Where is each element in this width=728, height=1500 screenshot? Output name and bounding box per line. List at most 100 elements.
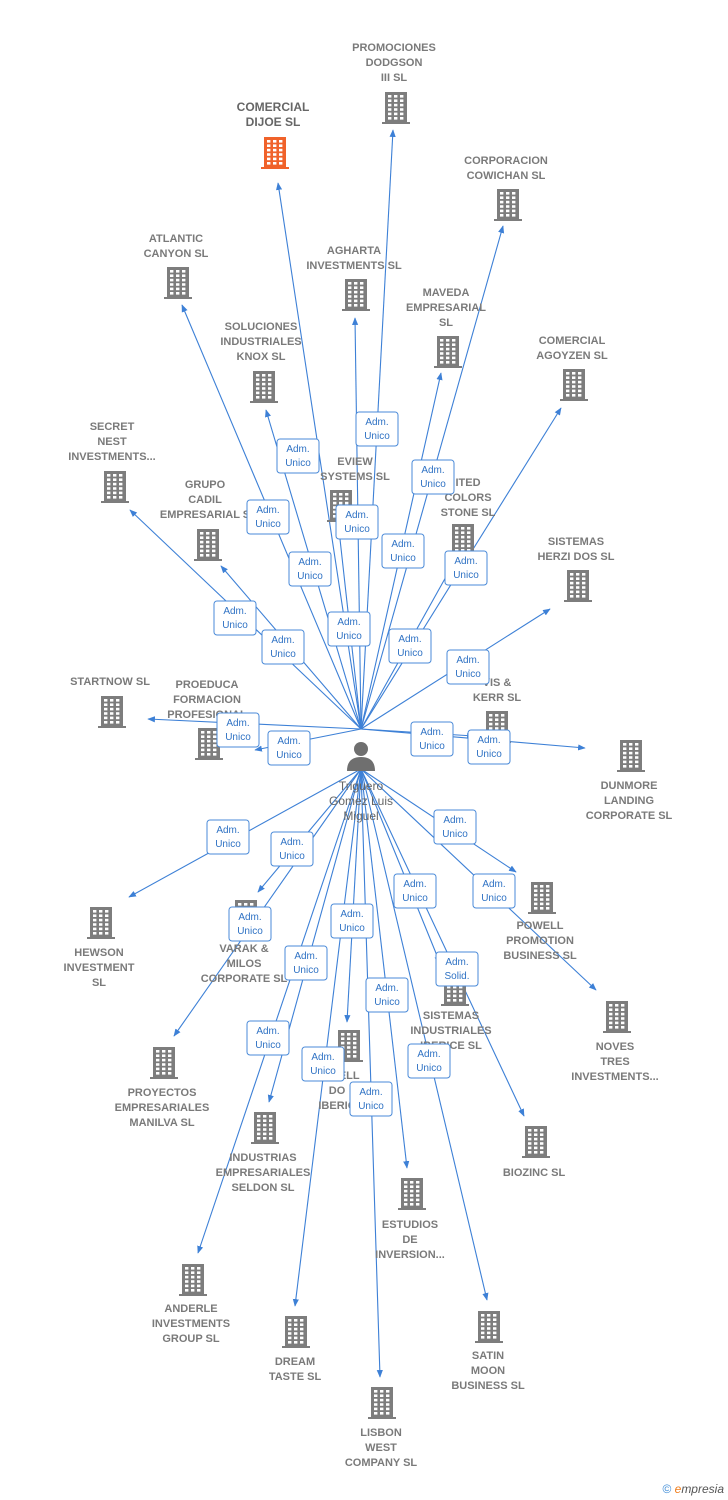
edge-varak-milos xyxy=(257,768,362,893)
edge-label-maveda[interactable]: Adm.Unico xyxy=(381,533,425,569)
edge-label-satin-moon[interactable]: Adm.Unico xyxy=(407,1043,451,1079)
company-building-icon-proeduca[interactable] xyxy=(195,728,223,760)
company-building-icon-comercial-dijoe[interactable] xyxy=(261,137,289,169)
company-building-icon-comercial-agoyzen[interactable] xyxy=(560,369,588,401)
company-building-icon-hewson[interactable] xyxy=(87,907,115,939)
company-building-icon-proyectos-manilva[interactable] xyxy=(150,1047,178,1079)
company-building-icon-dream-taste[interactable] xyxy=(282,1316,310,1348)
svg-text:Adm.Unico: Adm.Unico xyxy=(453,556,479,581)
edge-label-soluciones-knox[interactable]: Adm.Unico xyxy=(288,551,332,587)
edge-label-industrias-seldon[interactable]: Adm.Unico xyxy=(284,945,328,981)
edge-label-anderle[interactable]: Adm.Unico xyxy=(246,1020,290,1056)
person-icon[interactable] xyxy=(347,742,375,771)
company-building-icon-anderle[interactable] xyxy=(179,1264,207,1296)
company-building-icon-grupo-cadil[interactable] xyxy=(194,529,222,561)
edge-label-powell-promotion[interactable]: Adm.Unico xyxy=(433,809,477,845)
edge-label-promociones-dodgson[interactable]: Adm.Unico xyxy=(355,411,399,447)
svg-text:Adm.Unico: Adm.Unico xyxy=(237,912,263,937)
edge-label-secret-nest[interactable]: Adm.Unico xyxy=(213,600,257,636)
company-building-icon-corporacion-cowichan[interactable] xyxy=(494,189,522,221)
svg-text:Adm.Unico: Adm.Unico xyxy=(215,825,241,850)
edge-label-dunmore[interactable]: Adm.Unico xyxy=(467,729,511,765)
company-building-icon-promociones-dodgson[interactable] xyxy=(382,92,410,124)
svg-text:Adm.Unico: Adm.Unico xyxy=(339,909,365,934)
edge-label-comercial-dijoe[interactable]: Adm.Unico xyxy=(276,438,320,474)
footer-brand[interactable]: © empresia xyxy=(662,1482,724,1496)
svg-text:Adm.Unico: Adm.Unico xyxy=(276,736,302,761)
copyright-icon: © xyxy=(662,1482,672,1496)
svg-text:Adm.Unico: Adm.Unico xyxy=(279,837,305,862)
company-building-icon-startnow[interactable] xyxy=(98,696,126,728)
svg-text:Adm.Unico: Adm.Unico xyxy=(481,879,507,904)
edge-label-dream-taste[interactable]: Adm.Unico xyxy=(301,1046,345,1082)
edge-label-varak-milos[interactable]: Adm.Unico xyxy=(270,831,314,867)
svg-text:Adm.Unico: Adm.Unico xyxy=(270,635,296,660)
svg-text:Adm.Unico: Adm.Unico xyxy=(297,557,323,582)
edge-label-hewson[interactable]: Adm.Unico xyxy=(206,819,250,855)
company-building-icon-soluciones-knox[interactable] xyxy=(250,371,278,403)
company-label-vis-kerr: VIS &KERR SL xyxy=(473,677,522,704)
edge-label-noves-tres[interactable]: Adm.Unico xyxy=(472,873,516,909)
company-building-icon-dunmore[interactable] xyxy=(617,740,645,772)
company-building-icon-estudios-inversion[interactable] xyxy=(398,1178,426,1210)
edge-label-connell[interactable]: Adm.Unico xyxy=(330,903,374,939)
svg-text:Adm.Unico: Adm.Unico xyxy=(293,951,319,976)
edge-satin-moon xyxy=(360,768,489,1301)
company-building-icon-satin-moon[interactable] xyxy=(475,1311,503,1343)
edge-label-eview-systems[interactable]: Adm.Unico xyxy=(327,611,371,647)
company-building-icon-agharta[interactable] xyxy=(342,279,370,311)
edge-label-sistemas-iberice[interactable]: Adm.Solid. xyxy=(435,951,479,987)
edge-proyectos-manilva xyxy=(173,768,362,1037)
svg-text:Adm.Unico: Adm.Unico xyxy=(374,983,400,1008)
edge-label-atlantic-canyon[interactable]: Adm.Unico xyxy=(246,499,290,535)
svg-text:Adm.Unico: Adm.Unico xyxy=(358,1087,384,1112)
company-building-icon-sistemas-herzi[interactable] xyxy=(564,570,592,602)
svg-text:Adm.Unico: Adm.Unico xyxy=(397,634,423,659)
edge-label-sistemas-herzi[interactable]: Adm.Unico xyxy=(446,649,490,685)
edge-label-corporacion-cowichan[interactable]: Adm.Unico xyxy=(411,459,455,495)
edge-sistemas-iberice xyxy=(360,768,441,964)
edge-label-startnow[interactable]: Adm.Unico xyxy=(216,712,260,748)
company-building-icon-maveda[interactable] xyxy=(434,336,462,368)
svg-text:Adm.Unico: Adm.Unico xyxy=(402,879,428,904)
edge-label-biozinc[interactable]: Adm.Unico xyxy=(393,873,437,909)
company-building-icon-powell-promotion[interactable] xyxy=(528,882,556,914)
edge-label-lisbon-west[interactable]: Adm.Unico xyxy=(349,1081,393,1117)
svg-text:Adm.Unico: Adm.Unico xyxy=(390,539,416,564)
company-building-icon-atlantic-canyon[interactable] xyxy=(164,267,192,299)
edge-label-agharta[interactable]: Adm.Unico xyxy=(335,504,379,540)
edge-lisbon-west xyxy=(360,768,383,1378)
edge-label-estudios-inversion[interactable]: Adm.Unico xyxy=(365,977,409,1013)
edge-estudios-inversion xyxy=(360,768,410,1169)
edge-label-proyectos-manilva[interactable]: Adm.Unico xyxy=(228,906,272,942)
company-building-icon-lisbon-west[interactable] xyxy=(368,1387,396,1419)
company-label-startnow: STARTNOW SL xyxy=(70,676,150,688)
company-building-icon-noves-tres[interactable] xyxy=(603,1001,631,1033)
svg-text:Adm.Unico: Adm.Unico xyxy=(442,815,468,840)
svg-text:Adm.Unico: Adm.Unico xyxy=(336,617,362,642)
edge-label-vis-kerr[interactable]: Adm.Unico xyxy=(410,721,454,757)
company-building-icon-biozinc[interactable] xyxy=(522,1126,550,1158)
edge-label-united-colors[interactable]: Adm.Unico xyxy=(388,628,432,664)
edge-label-grupo-cadil[interactable]: Adm.Unico xyxy=(261,629,305,665)
edge-label-comercial-agoyzen[interactable]: Adm.Unico xyxy=(444,550,488,586)
edge-label-proeduca[interactable]: Adm.Unico xyxy=(267,730,311,766)
company-building-icon-industrias-seldon[interactable] xyxy=(251,1112,279,1144)
company-building-icon-secret-nest[interactable] xyxy=(101,471,129,503)
